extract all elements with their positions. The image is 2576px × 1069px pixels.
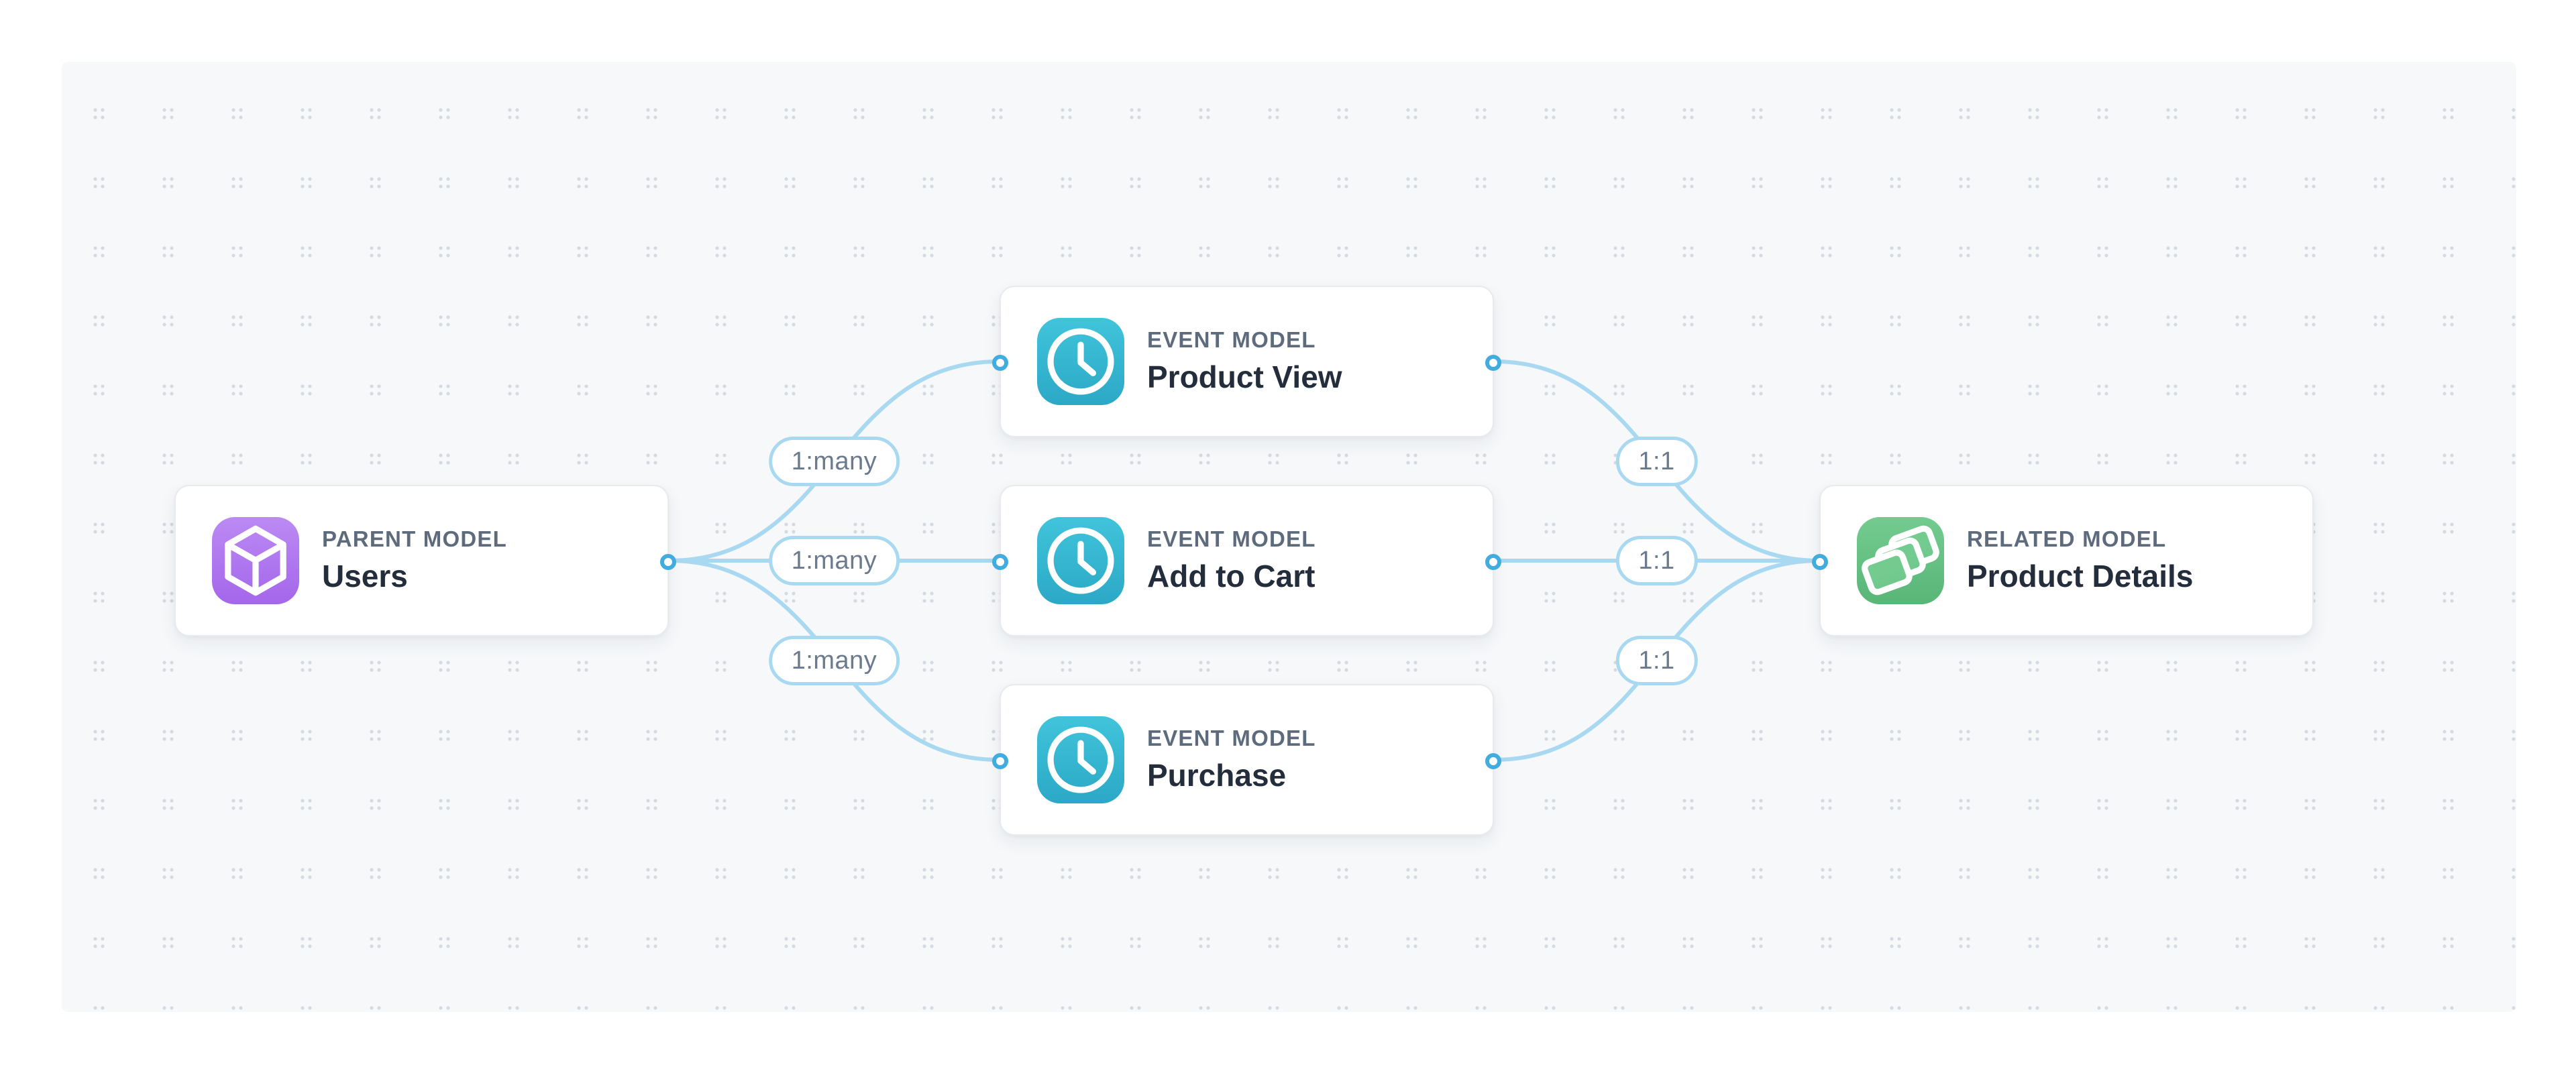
node-type-label: EVENT MODEL <box>1147 526 1316 552</box>
node-type-label: PARENT MODEL <box>322 526 507 552</box>
model-icon-tile <box>1037 517 1124 604</box>
relationship-badge-add-to-cart-product-details[interactable]: 1:1 <box>1615 536 1698 585</box>
node-texts: EVENT MODEL Purchase <box>1147 726 1316 793</box>
model-icon-tile <box>1857 517 1944 604</box>
connection-port-left[interactable] <box>992 554 1008 570</box>
model-icon-tile <box>1037 318 1124 405</box>
model-node-users[interactable]: PARENT MODEL Users <box>174 485 676 636</box>
model-node-product-view[interactable]: EVENT MODEL Product View <box>992 286 1501 437</box>
connection-port-right[interactable] <box>660 554 676 570</box>
connection-port-left[interactable] <box>992 355 1008 371</box>
node-model-name: Users <box>322 558 408 594</box>
relationship-badge-users-add-to-cart[interactable]: 1:many <box>768 536 900 585</box>
model-node-product-details[interactable]: RELATED MODEL Product Details <box>1812 485 2314 636</box>
connection-port-right[interactable] <box>1485 554 1501 570</box>
model-icon-tile <box>212 517 299 604</box>
node-model-name: Add to Cart <box>1147 558 1316 594</box>
relationship-badge-product-view-product-details[interactable]: 1:1 <box>1615 436 1698 486</box>
node-texts: PARENT MODEL Users <box>322 527 507 594</box>
relationship-badge-purchase-product-details[interactable]: 1:1 <box>1615 635 1698 685</box>
model-icon-tile <box>1037 716 1124 803</box>
stack-icon <box>1857 517 1944 604</box>
connection-port-left[interactable] <box>1812 554 1828 570</box>
model-node-purchase[interactable]: EVENT MODEL Purchase <box>992 684 1501 836</box>
clock-icon <box>1037 716 1124 803</box>
relationship-badge-users-purchase[interactable]: 1:many <box>768 635 900 685</box>
node-texts: EVENT MODEL Product View <box>1147 328 1342 394</box>
connection-port-right[interactable] <box>1485 355 1501 371</box>
node-type-label: EVENT MODEL <box>1147 726 1316 751</box>
relationship-badge-users-product-view[interactable]: 1:many <box>768 436 900 486</box>
node-texts: EVENT MODEL Add to Cart <box>1147 527 1316 594</box>
clock-icon <box>1037 517 1124 604</box>
connection-port-left[interactable] <box>992 753 1008 769</box>
node-texts: RELATED MODEL Product Details <box>1967 527 2193 594</box>
node-model-name: Product View <box>1147 359 1342 394</box>
node-model-name: Purchase <box>1147 757 1287 793</box>
node-model-name: Product Details <box>1967 558 2194 594</box>
model-node-add-to-cart[interactable]: EVENT MODEL Add to Cart <box>992 485 1501 636</box>
node-type-label: EVENT MODEL <box>1147 327 1316 353</box>
connection-port-right[interactable] <box>1485 753 1501 769</box>
clock-icon <box>1037 318 1124 405</box>
cube-icon <box>212 517 299 604</box>
node-type-label: RELATED MODEL <box>1967 526 2167 552</box>
